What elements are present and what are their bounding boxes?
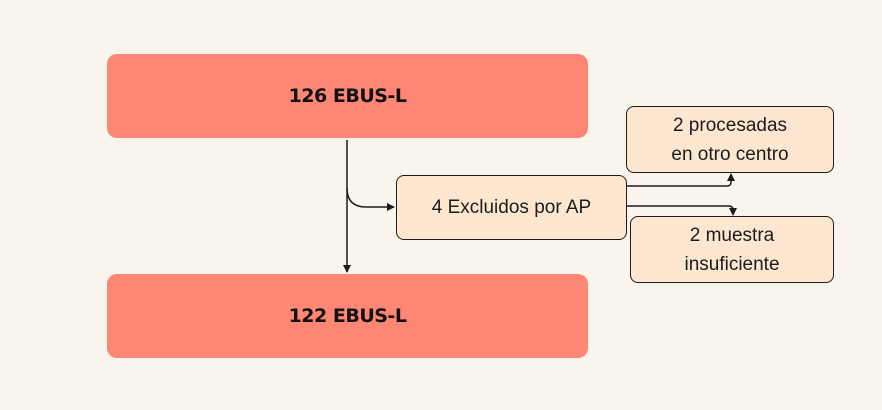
excluded-label: 4 Excluidos por AP [431,197,592,218]
excluded-box: 4 Excluidos por AP [396,175,627,240]
bottom-count-box: 122 EBUS-L [107,274,588,358]
bottom-count-label: 122 EBUS-L [288,305,407,327]
top-count-label: 126 EBUS-L [288,85,407,107]
top-count-box: 126 EBUS-L [107,54,588,138]
insufficient-sample-label: 2 muestra insuficiente [684,224,780,275]
arrow-to-processed [627,173,735,187]
processed-elsewhere-label: 2 procesadas en otro centro [671,114,789,165]
insufficient-sample-box: 2 muestra insuficiente [630,216,834,283]
arrow-to-insufficient [627,205,737,216]
processed-elsewhere-box: 2 procesadas en otro centro [626,106,834,173]
arrow-to-excluded [346,187,395,211]
